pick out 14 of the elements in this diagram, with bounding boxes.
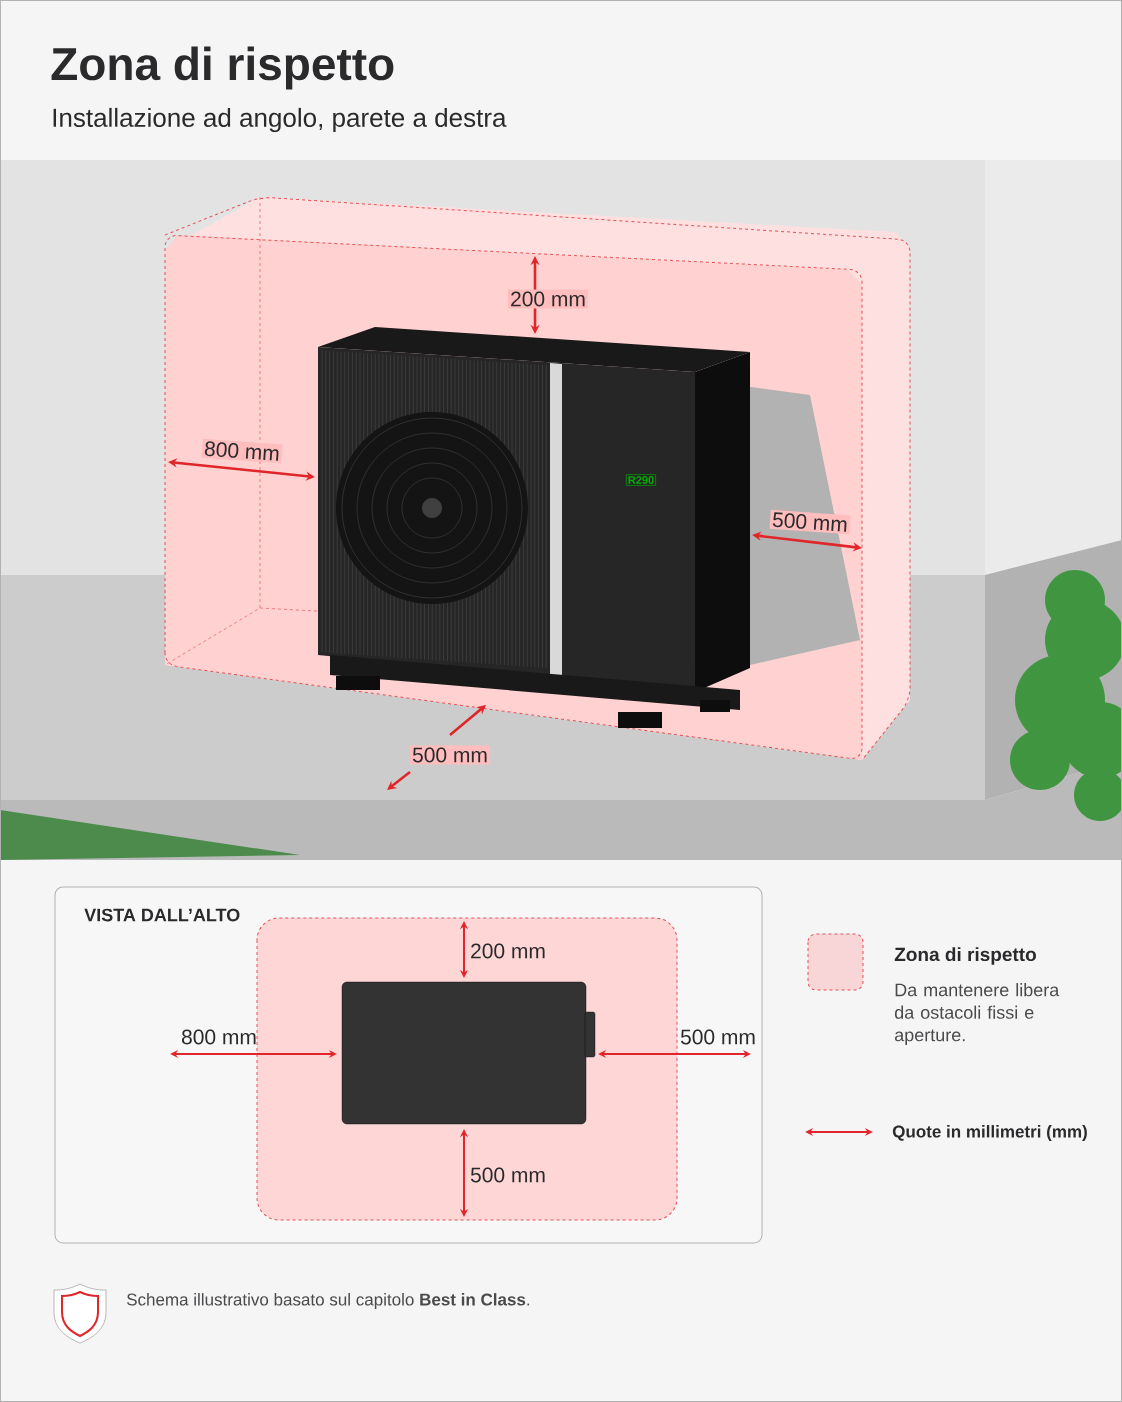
dimension-label: 800 mm: [182, 1029, 256, 1045]
dimension-label: 800 mm: [201, 438, 283, 464]
legend-description: Da mantenere libera da ostacoli fissi e aperture.: [894, 983, 1060, 1045]
subtitle: Installazione ad angolo, parete a destra: [53, 107, 507, 133]
title: Zona di rispetto: [51, 46, 394, 90]
panel-heading: VISTA DALL’ALTO: [84, 908, 240, 922]
dimension-label: 500 mm: [680, 1029, 755, 1045]
dimension-label: 200 mm: [471, 943, 545, 959]
footnote: Schema illustrativo basato sul capitolo Best in Class.: [126, 1293, 530, 1309]
refrigerant-tag: R290: [625, 474, 657, 486]
legend-label: Quote in millimetri (mm): [892, 1125, 1087, 1141]
legend-label: Zona di rispetto: [894, 947, 1036, 965]
dimension-label: 500 mm: [769, 509, 851, 535]
dimension-label: 500 mm: [470, 1167, 545, 1183]
